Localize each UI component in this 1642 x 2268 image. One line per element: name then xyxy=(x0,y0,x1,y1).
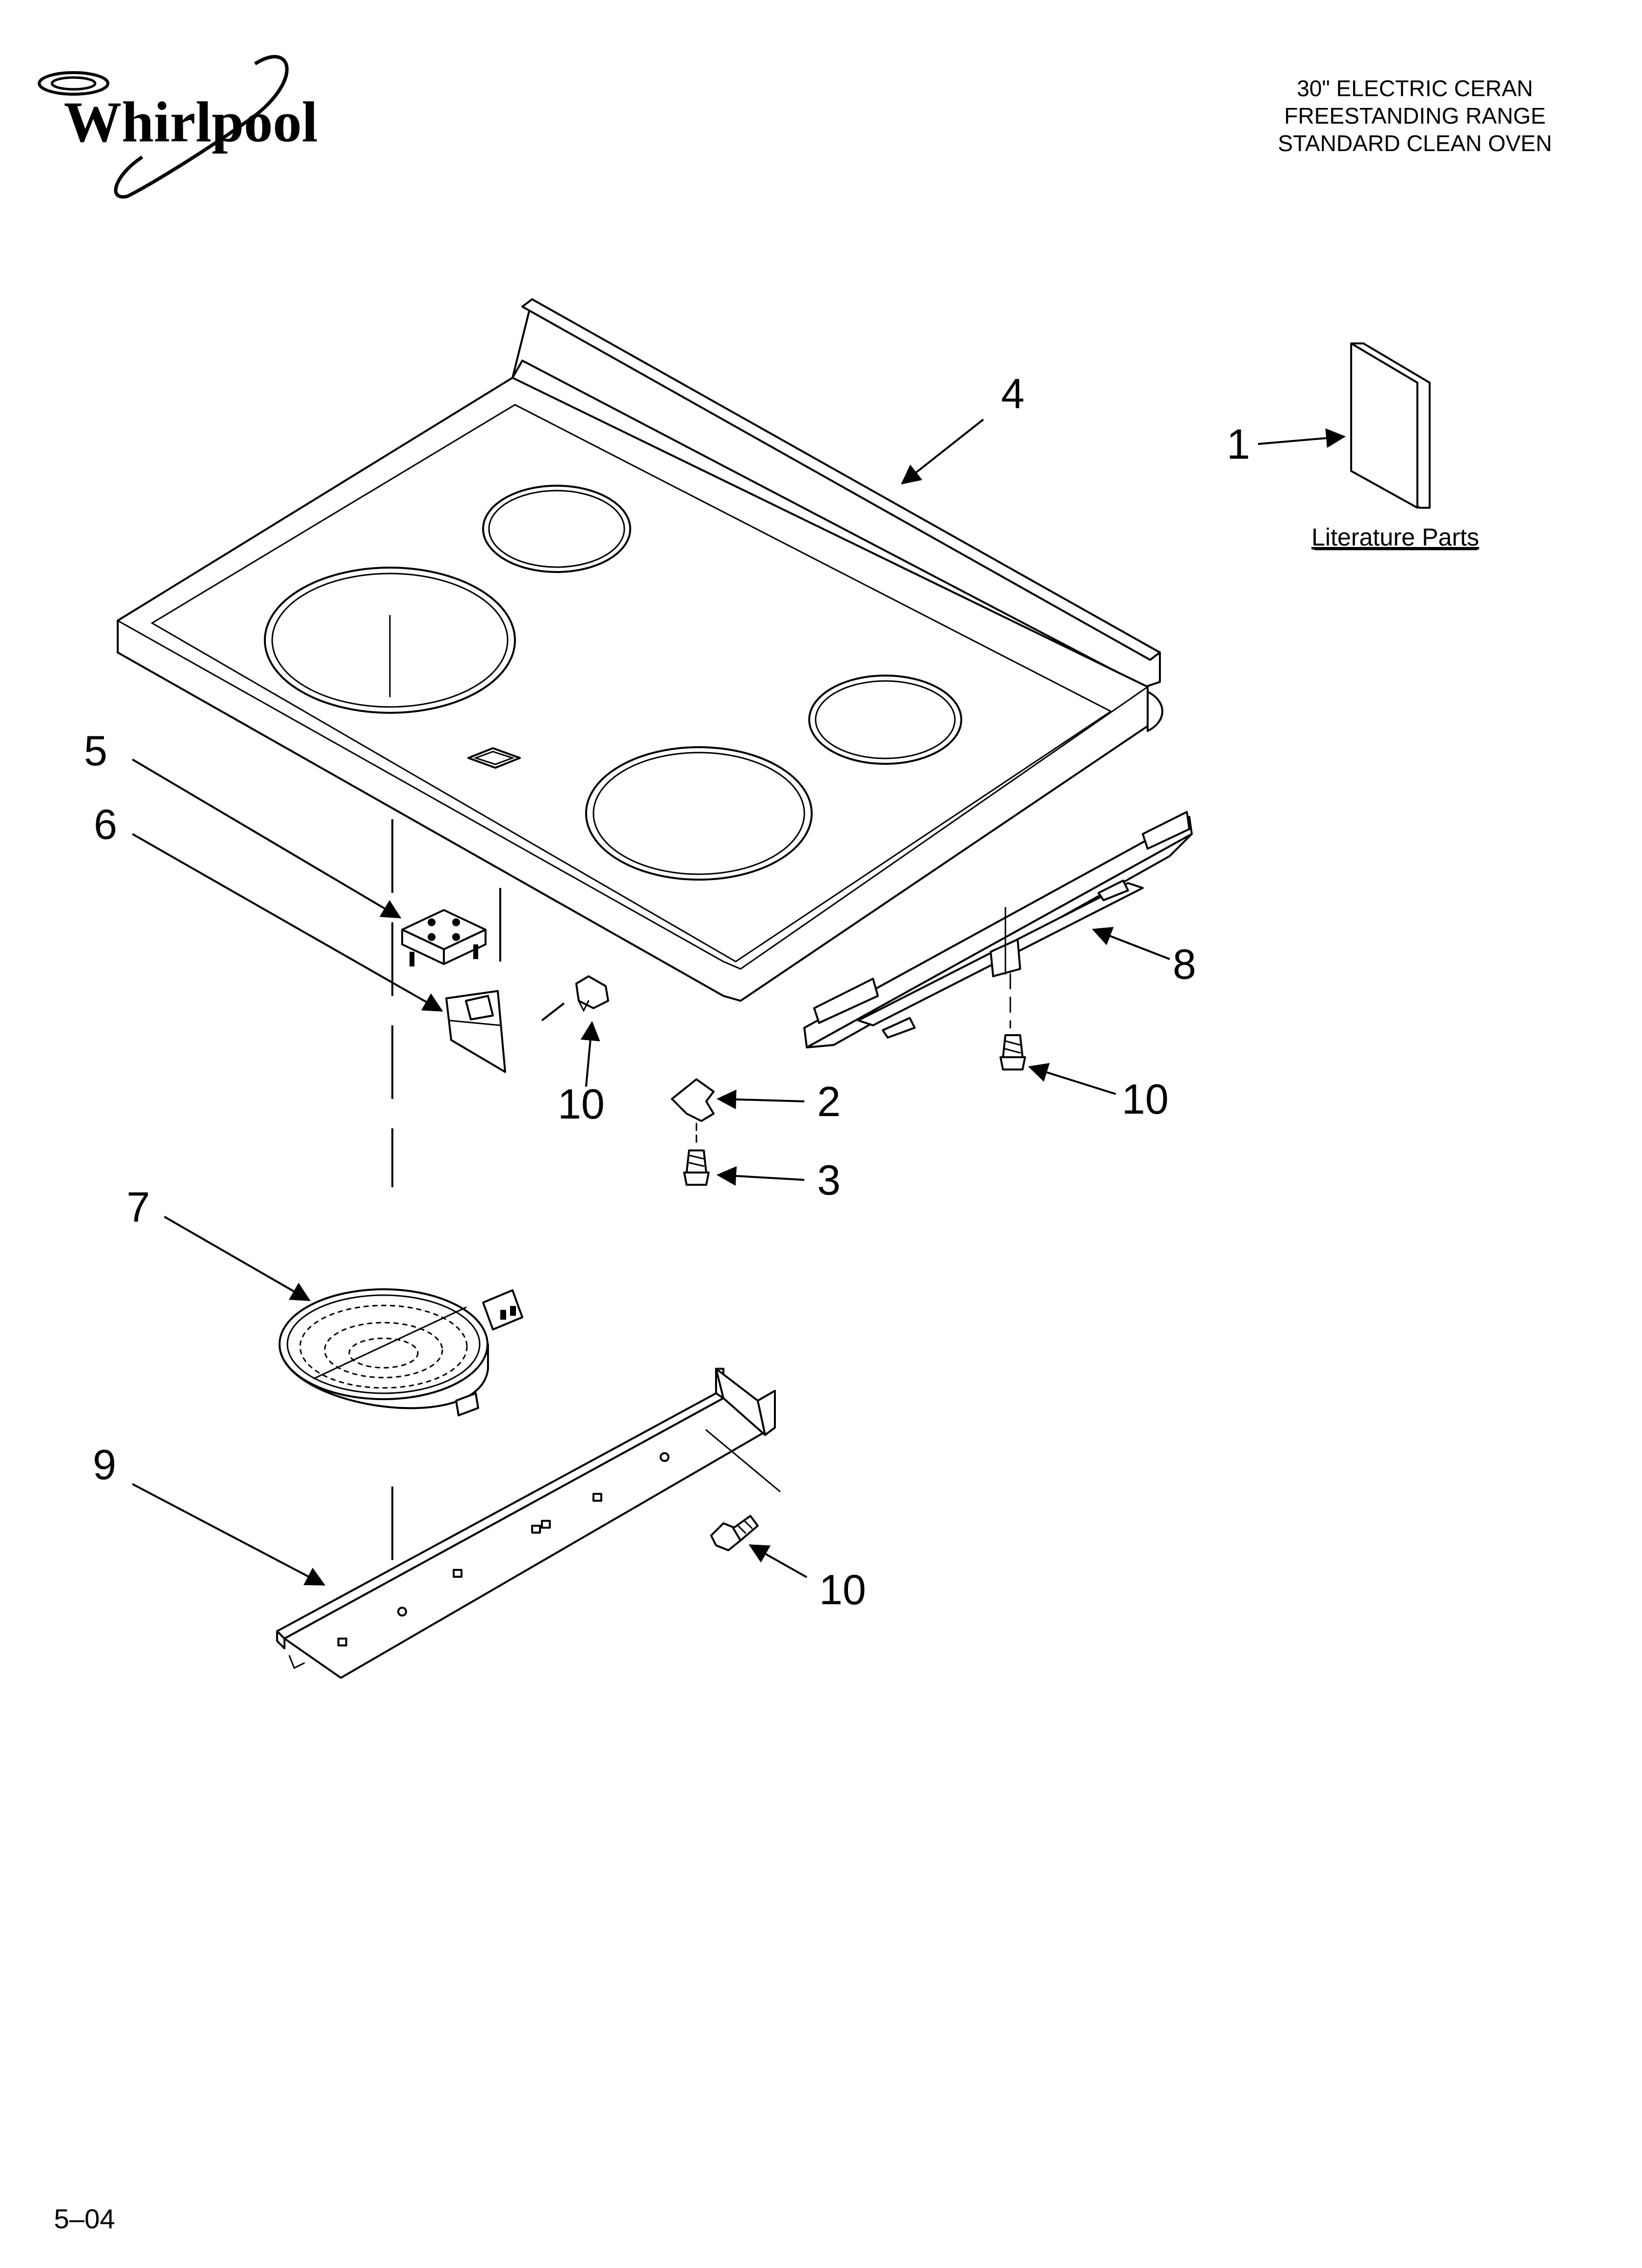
header-line-1: 30" ELECTRIC CERAN xyxy=(1297,76,1533,101)
screw-drawing-c xyxy=(710,1515,759,1551)
callout-10-c: 10 xyxy=(819,1566,866,1614)
callout-8: 8 xyxy=(1173,941,1196,988)
terminal-block-drawing xyxy=(401,909,487,966)
screw-drawing-3 xyxy=(683,1149,710,1186)
literature-parts-label: Literature Parts xyxy=(1311,523,1479,551)
header-line-2: FREESTANDING RANGE xyxy=(1284,103,1545,129)
callout-10-a: 10 xyxy=(558,1081,605,1128)
callout-3: 3 xyxy=(817,1157,841,1204)
callout-2: 2 xyxy=(817,1078,841,1125)
cooktop-drawing xyxy=(117,298,1163,1002)
screw-drawing-a xyxy=(541,975,609,1021)
radiant-element-drawing xyxy=(279,1288,523,1416)
callout-5: 5 xyxy=(84,728,107,775)
callout-4: 4 xyxy=(1001,370,1025,417)
callout-6: 6 xyxy=(94,801,117,848)
callout-9: 9 xyxy=(93,1441,116,1488)
rail-bracket-drawing xyxy=(803,811,1193,1048)
screw-drawing-b xyxy=(1000,1034,1026,1070)
clip-drawing xyxy=(671,1078,715,1122)
callout-10-b: 10 xyxy=(1122,1076,1169,1123)
page-number: 5–04 xyxy=(54,2203,115,2234)
brand-wordmark: Whirlpool xyxy=(64,90,318,154)
terminal-bracket-drawing xyxy=(445,990,506,1073)
callout-1: 1 xyxy=(1227,421,1250,468)
header-line-3: STANDARD CLEAN OVEN xyxy=(1278,130,1552,156)
support-bar-drawing xyxy=(276,1368,781,1679)
literature-parts-drawing xyxy=(1350,342,1431,509)
callout-7: 7 xyxy=(127,1184,150,1231)
whirlpool-logo: Whirlpool xyxy=(38,55,318,199)
